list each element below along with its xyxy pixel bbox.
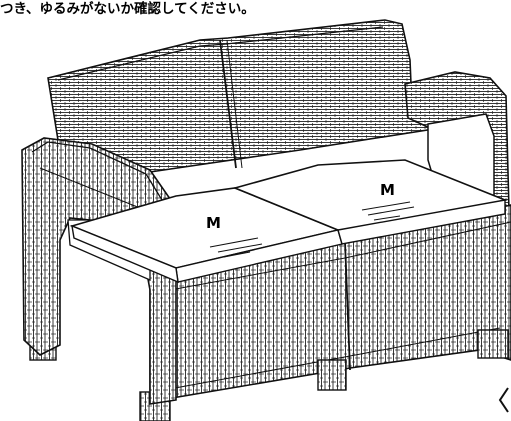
cushion-label-right: M bbox=[380, 181, 395, 199]
seat-cushion-right bbox=[232, 159, 508, 245]
seat-cushion-left bbox=[69, 187, 343, 284]
arrow-fragment-icon bbox=[498, 387, 509, 413]
cushion-label-left: M bbox=[206, 214, 221, 232]
instruction-text: つき、ゆるみがないか確認してください。 bbox=[0, 1, 255, 17]
